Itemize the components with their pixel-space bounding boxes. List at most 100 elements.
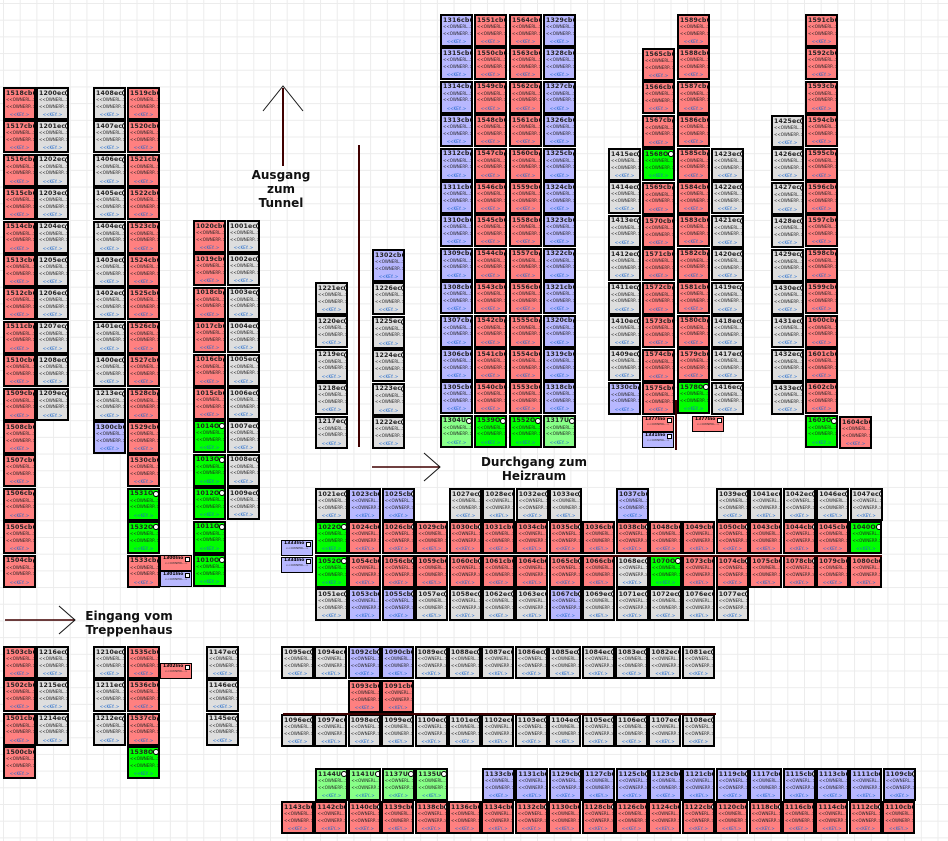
locker-cell[interactable]: 1045cb<<OWNERL..><<OWNERP..><<KEY..>	[816, 521, 849, 554]
checkbox-icon[interactable]	[185, 557, 190, 562]
locker-cell[interactable]: 1560cb<<OWNERL..><<OWNERP..><<KEY..>	[509, 147, 542, 181]
key-link[interactable]: <<KEY..>	[722, 513, 743, 518]
status-circle-icon[interactable]	[677, 804, 680, 810]
locker-cell[interactable]: 1058ec<<OWNERL..><<OWNERP..><<KEY..>	[448, 588, 482, 621]
key-link[interactable]: <<KEY..>	[233, 512, 254, 518]
status-circle-icon[interactable]	[219, 523, 224, 530]
locker-cell[interactable]: 1327cb<<OWNERL..><<OWNERP..><<KEY..>	[543, 80, 576, 114]
locker-cell[interactable]: 1582cb<<OWNERL..><<OWNERP..><<KEY..>	[677, 247, 710, 281]
key-link[interactable]: <<KEY..>	[648, 373, 669, 379]
key-link[interactable]: <<KEY..>	[321, 671, 341, 676]
locker-cell[interactable]: 1307cb<<OWNERL..><<OWNERP..><<KEY..>	[440, 314, 473, 348]
key-link[interactable]: <<KEY..>	[321, 513, 342, 518]
key-link[interactable]: <<KEY..>	[9, 704, 30, 710]
status-circle-icon[interactable]	[410, 804, 413, 810]
locker-cell[interactable]: 1598cb<<OWNERL..><<OWNERP..><<KEY..>	[805, 247, 838, 281]
locker-cell[interactable]: 1539O<<OWNERL..><<OWNERP..><<KEY..>	[474, 414, 507, 448]
key-link[interactable]: <<KEY..>	[655, 613, 676, 618]
key-link[interactable]: <<KEY..>	[321, 440, 342, 446]
key-link[interactable]: <<KEY..>	[233, 345, 254, 351]
key-link[interactable]: <<KEY..>	[549, 373, 570, 378]
locker-cell[interactable]: 1083ec<<OWNERL..><<OWNERP..><<KEY..>	[615, 646, 648, 679]
status-circle-icon[interactable]	[122, 257, 124, 263]
status-circle-icon[interactable]	[343, 649, 346, 655]
locker-cell[interactable]: 1528cb<<OWNERL..><<OWNERP..><<KEY..>	[127, 387, 160, 421]
status-circle-icon[interactable]	[844, 804, 847, 810]
locker-cell[interactable]: 1525cb<<OWNERL..><<OWNERP..><<KEY..>	[127, 287, 160, 321]
locker-cell[interactable]: 1085ec<<OWNERL..><<OWNERP..><<KEY..>	[548, 646, 582, 679]
locker-cell[interactable]: 1114cb<<OWNERL..><<OWNERP..><<KEY..>	[815, 801, 849, 834]
locker-cell[interactable]: 1526cb<<OWNERL..><<OWNERP..><<KEY..>	[127, 320, 160, 354]
locker-cell[interactable]: 1317U<<OWNERL..><<OWNERP..><<KEY..>	[543, 414, 576, 448]
key-link[interactable]: <<KEY..>	[549, 172, 570, 178]
status-circle-icon[interactable]	[377, 491, 380, 497]
key-link[interactable]: <<KEY..>	[689, 546, 709, 551]
key-link[interactable]: <<KEY..>	[387, 671, 408, 676]
locker-cell[interactable]: 1088ec<<OWNERL..><<OWNERP..><<KEY..>	[448, 646, 481, 679]
status-circle-icon[interactable]	[411, 558, 413, 564]
key-link[interactable]: <<KEY..>	[480, 139, 501, 145]
locker-cell[interactable]: 1517cb<<OWNERL..><<OWNERP..><<KEY..>	[3, 120, 36, 154]
locker-cell[interactable]: 1300cb<<OWNERL..><<OWNERP..><<KEY..>	[93, 421, 126, 454]
status-circle-icon[interactable]	[569, 417, 574, 424]
key-link[interactable]: <<KEY..>	[199, 378, 220, 384]
mini-locker-cell[interactable]: 1301lno<<OWNERL..>	[160, 571, 192, 587]
locker-cell[interactable]: 1105ec<<OWNERL..><<OWNERP..><<KEY..>	[581, 714, 615, 747]
locker-cell[interactable]: 1570cb<<OWNERL..><<OWNERP..><<KEY..>	[642, 215, 675, 248]
status-circle-icon[interactable]	[671, 184, 673, 191]
locker-cell[interactable]: 1096ec<<OWNERL..><<OWNERP..><<KEY..>	[281, 714, 314, 747]
key-link[interactable]: <<KEY..>	[489, 513, 509, 518]
status-circle-icon[interactable]	[478, 491, 480, 497]
locker-cell[interactable]: 1061cb<<OWNERL..><<OWNERP..><<KEY..>	[482, 555, 515, 588]
key-link[interactable]: <<KEY..>	[777, 273, 798, 279]
key-link[interactable]: <<KEY..>	[99, 279, 120, 284]
status-circle-icon[interactable]	[545, 491, 547, 497]
key-link[interactable]: <<KEY..>	[622, 613, 642, 618]
key-link[interactable]: <<KEY..>	[446, 306, 467, 312]
locker-cell[interactable]: 1583cb<<OWNERL..><<OWNERP..><<KEY..>	[677, 214, 710, 248]
key-link[interactable]: <<KEY..>	[287, 826, 308, 831]
key-link[interactable]: <<KEY..>	[378, 374, 399, 380]
status-circle-icon[interactable]	[610, 717, 613, 723]
locker-cell[interactable]: 1433ec<<OWNERL..><<OWNERP..><<KEY..>	[771, 382, 804, 416]
locker-cell[interactable]: 1109cb<<OWNERL..><<OWNERP..><<KEY..>	[882, 768, 916, 801]
key-link[interactable]: <<KEY..>	[856, 580, 876, 585]
locker-cell[interactable]: 1581cb<<OWNERL..><<OWNERP..><<KEY..>	[677, 281, 710, 315]
key-link[interactable]: <<KEY..>	[9, 546, 30, 552]
status-circle-icon[interactable]	[466, 417, 471, 424]
locker-cell[interactable]: 1019cb<<OWNERL..><<OWNERP..><<KEY..>	[193, 253, 226, 287]
key-link[interactable]: <<KEY..>	[614, 406, 635, 412]
key-link[interactable]: <<KEY..>	[133, 737, 154, 743]
status-circle-icon[interactable]	[65, 715, 67, 722]
locker-cell[interactable]: 1412ec<<OWNERL..><<OWNERP..><<KEY..>	[608, 248, 641, 282]
key-link[interactable]: <<KEY..>	[9, 479, 30, 485]
locker-cell[interactable]: 1321cb<<OWNERL..><<OWNERP..><<KEY..>	[543, 281, 576, 315]
key-link[interactable]: <<KEY..>	[549, 139, 570, 145]
key-link[interactable]: <<KEY..>	[199, 445, 220, 451]
status-circle-icon[interactable]	[235, 715, 237, 722]
locker-cell[interactable]: 1117cb<<OWNERL..><<OWNERP..><<KEY..>	[749, 768, 783, 801]
key-link[interactable]: <<KEY..>	[549, 439, 570, 445]
status-circle-icon[interactable]	[711, 649, 713, 655]
key-link[interactable]: <<KEY..>	[655, 826, 675, 831]
key-link[interactable]: <<KEY..>	[355, 613, 375, 618]
key-link[interactable]: <<KEY..>	[480, 72, 501, 78]
key-link[interactable]: <<KEY..>	[588, 739, 608, 744]
key-link[interactable]: <<KEY..>	[811, 172, 832, 178]
status-circle-icon[interactable]	[578, 491, 581, 497]
status-circle-icon[interactable]	[477, 649, 479, 655]
key-link[interactable]: <<KEY..>	[454, 671, 475, 676]
key-link[interactable]: <<KEY..>	[755, 793, 776, 798]
locker-cell[interactable]: 1604cb<<OWNERL..><<OWNERP..><<KEY..>	[839, 416, 872, 449]
locker-cell[interactable]: 1403ec<<OWNERL..><<OWNERP..><<KEY..>	[93, 254, 126, 287]
key-link[interactable]: <<KEY..>	[446, 339, 467, 345]
status-circle-icon[interactable]	[878, 804, 880, 810]
status-circle-icon[interactable]	[740, 251, 742, 258]
locker-cell[interactable]: 1527cb<<OWNERL..><<OWNERP..><<KEY..>	[127, 354, 160, 388]
locker-cell[interactable]: 1425ec<<OWNERL..><<OWNERP..><<KEY..>	[771, 115, 804, 148]
status-circle-icon[interactable]	[745, 491, 747, 497]
status-circle-icon[interactable]	[778, 771, 781, 777]
locker-cell[interactable]: 1579cb<<OWNERL..><<OWNERP..><<KEY..>	[677, 348, 710, 381]
key-link[interactable]: <<KEY..>	[9, 245, 30, 251]
locker-cell[interactable]: 1536cb<<OWNERL..><<OWNERP..><<KEY..>	[127, 679, 160, 713]
